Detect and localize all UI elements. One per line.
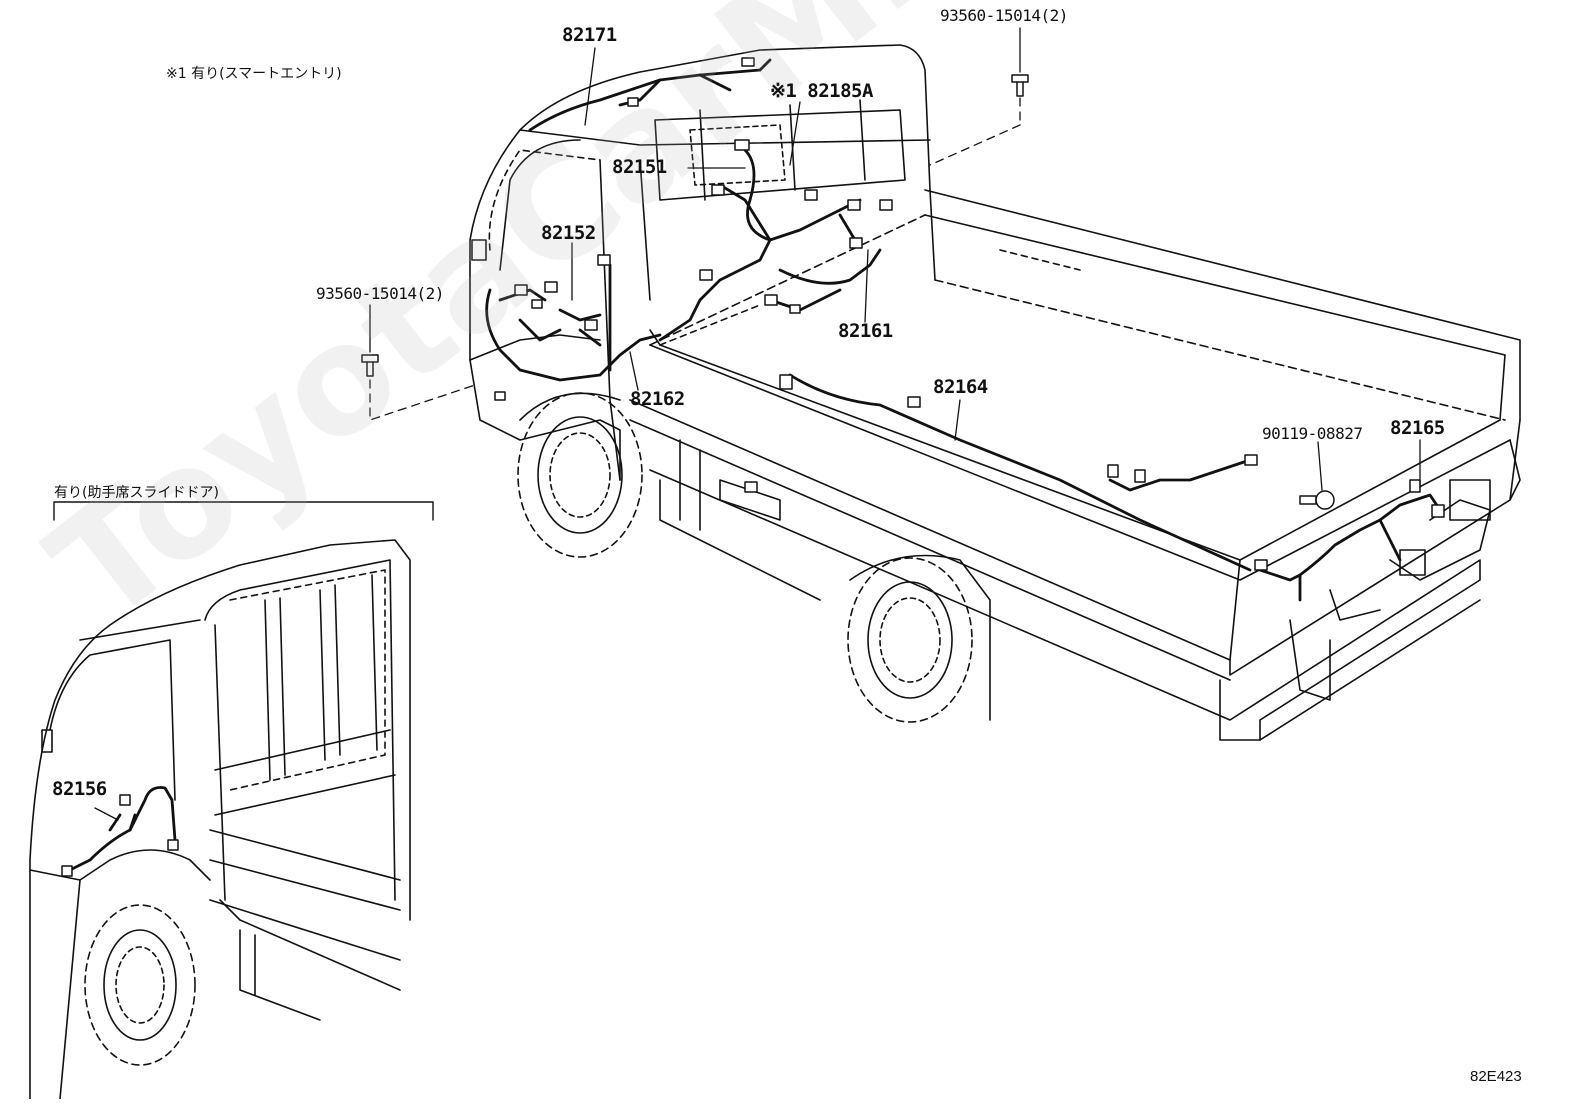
callout-82165[interactable]: 82165 bbox=[1390, 417, 1445, 439]
callout-82164[interactable]: 82164 bbox=[933, 376, 988, 398]
callout-bolt-top[interactable]: 93560-15014(2) bbox=[940, 6, 1068, 25]
connectors bbox=[494, 57, 1445, 571]
inset-connectors bbox=[61, 794, 179, 877]
rear-wheel bbox=[847, 554, 991, 723]
note-smart-entry: ※1 有り(スマートエントリ) bbox=[166, 66, 342, 82]
diagram-code: 82E423 bbox=[1470, 1068, 1522, 1085]
callout-82152[interactable]: 82152 bbox=[541, 222, 596, 244]
main-cab-body bbox=[469, 44, 936, 481]
inset-harness bbox=[68, 786, 177, 872]
callout-90119-08827[interactable]: 90119-08827 bbox=[1262, 424, 1363, 443]
callout-82161[interactable]: 82161 bbox=[838, 320, 893, 342]
inset-frame bbox=[53, 501, 434, 521]
callout-82151[interactable]: 82151 bbox=[612, 156, 667, 178]
callout-82185a[interactable]: ※1 82185A bbox=[770, 80, 873, 102]
front-wheel bbox=[517, 392, 643, 558]
note-slide-door: 有り(助手席スライドドア) bbox=[54, 485, 219, 501]
callout-82171[interactable]: 82171 bbox=[562, 24, 617, 46]
leader-lines bbox=[369, 27, 1421, 491]
callout-bolt-left[interactable]: 93560-15014(2) bbox=[316, 284, 444, 303]
bolts bbox=[361, 74, 1335, 510]
callout-82156[interactable]: 82156 bbox=[52, 778, 107, 800]
callout-82162[interactable]: 82162 bbox=[630, 388, 685, 410]
inset-truck bbox=[29, 539, 411, 1100]
wire-harnesses bbox=[485, 58, 1442, 602]
cargo-bed bbox=[629, 189, 1521, 741]
inset-leader bbox=[94, 807, 119, 821]
